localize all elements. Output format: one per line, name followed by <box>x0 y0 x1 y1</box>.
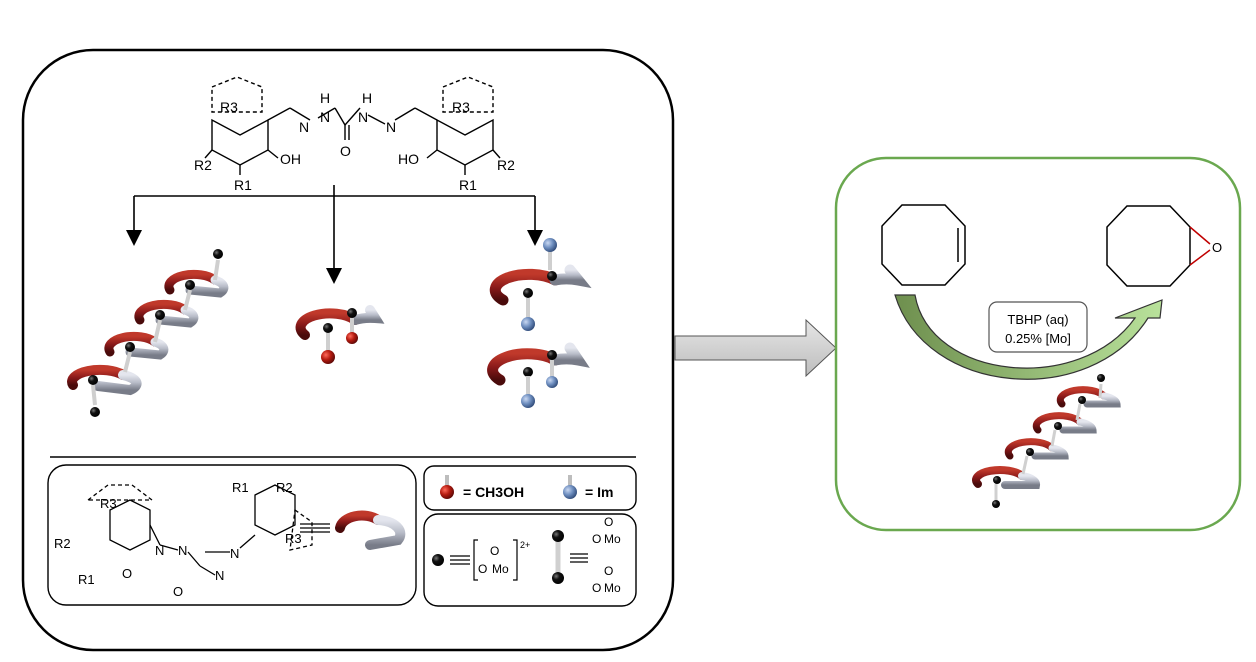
top-label-r3-left: R3 <box>220 99 238 115</box>
bottom-label-r3-left: R3 <box>100 496 117 511</box>
mo-charge: 2+ <box>520 540 530 550</box>
conditions-line1: TBHP (aq) <box>1007 312 1068 327</box>
mo-unit-mo: Mo <box>492 562 509 576</box>
top-label-n1: N <box>299 119 309 135</box>
ligand-legend-box <box>47 464 417 606</box>
bottom-ligand-structure <box>86 484 330 576</box>
bridge-labels: O Mo O O O Mo <box>592 515 621 595</box>
branching-arrows <box>126 185 543 284</box>
bottom-label-r2-right: R2 <box>276 480 293 495</box>
solvent-legend-box <box>423 465 637 511</box>
top-label-r1-right: R1 <box>459 177 477 193</box>
bottom-label-n2: N <box>178 543 187 558</box>
bottom-label-r1-left: R1 <box>78 572 95 587</box>
imidazole-monomer-bottom-icon <box>487 342 590 408</box>
catalysis-frame <box>834 156 1242 532</box>
process-arrow <box>674 318 837 378</box>
methanol-label: = CH3OH <box>463 484 524 500</box>
bottom-label-n3: N <box>215 568 224 583</box>
top-ligand-labels: R3 N H N H N N O R3 R2 OH HO R2 R1 R1 <box>194 90 515 193</box>
bottom-label-o1: O <box>122 566 132 581</box>
top-label-r2-left: R2 <box>194 157 212 173</box>
bridge-o1: O <box>592 532 601 546</box>
bottom-label-r1-right: R1 <box>232 480 249 495</box>
top-label-oh: OH <box>280 151 301 167</box>
bottom-label-o2: O <box>173 584 183 599</box>
top-ligand-structure <box>204 76 501 175</box>
bottom-label-r2-left: R2 <box>54 536 71 551</box>
methanol-monomer-icon <box>295 305 385 364</box>
cyclooctene-icon <box>881 204 966 286</box>
legend-helix-icon <box>335 510 406 550</box>
epoxide-icon <box>1106 205 1211 287</box>
mo-unit-o2: O <box>490 544 499 558</box>
imidazole-monomer-top-icon <box>489 238 592 331</box>
mo-unit-o1: O <box>478 562 487 576</box>
left-frame <box>21 48 675 652</box>
bottom-label-r3-right: R3 <box>285 531 302 546</box>
bridge-o3: O <box>604 564 613 578</box>
bridge-mo2: Mo <box>604 581 621 595</box>
bottom-label-n1: N <box>155 543 164 558</box>
curved-reaction-arrow <box>894 294 1163 380</box>
top-label-n3: N <box>358 109 368 125</box>
catalyst-helix-icon <box>972 374 1121 508</box>
top-label-o: O <box>340 143 351 159</box>
top-label-h1: H <box>320 90 330 106</box>
top-label-n2: N <box>320 109 330 125</box>
epoxide-oxygen: O <box>1212 240 1222 255</box>
imidazole-label: = Im <box>585 484 613 500</box>
helix-chain-icon <box>67 249 229 417</box>
top-label-ho: HO <box>398 151 419 167</box>
methanol-ball-icon <box>440 475 454 499</box>
bridge-o4: O <box>592 581 601 595</box>
bridge-mo1: Mo <box>604 532 621 546</box>
top-label-h2: H <box>362 90 372 106</box>
bridge-icon <box>552 530 588 584</box>
top-label-r3-right: R3 <box>452 99 470 115</box>
top-label-r1-left: R1 <box>234 177 252 193</box>
top-label-n4: N <box>386 119 396 135</box>
mo-center-icon <box>432 539 518 581</box>
imidazole-ball-icon <box>563 475 577 499</box>
mo-legend-labels: O Mo O 2+ <box>478 540 530 576</box>
bridge-o2: O <box>604 515 613 529</box>
mo-legend-box <box>423 513 637 607</box>
top-label-r2-right: R2 <box>497 157 515 173</box>
conditions-box <box>988 301 1088 353</box>
conditions-line2: 0.25% [Mo] <box>1005 331 1071 346</box>
bottom-label-n4: N <box>230 546 239 561</box>
bottom-ligand-labels: R3 R2 R1 N N N N O O R1 R2 R3 <box>54 480 302 599</box>
